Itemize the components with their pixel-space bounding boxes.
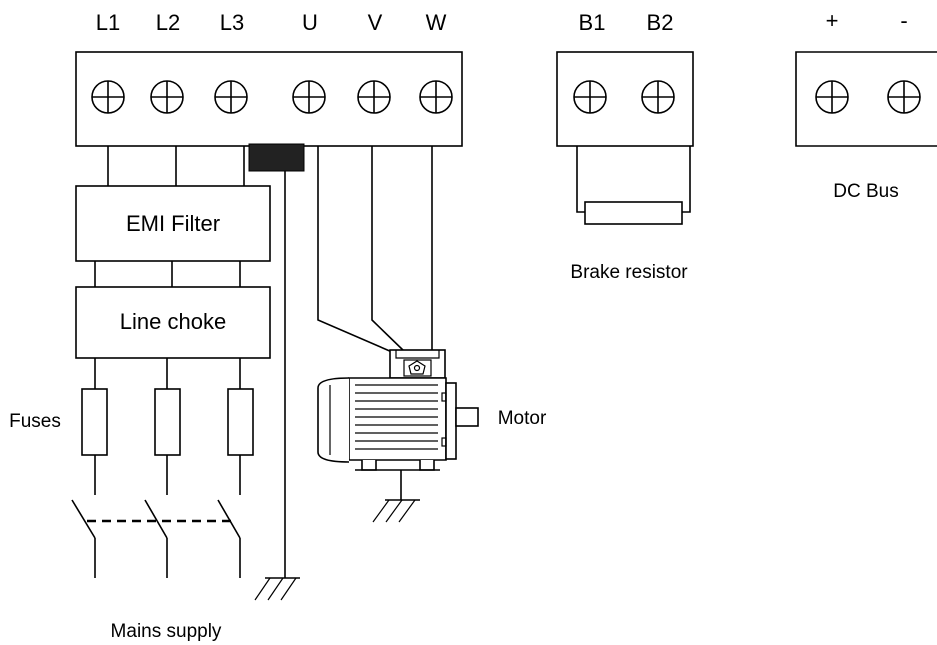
- mains-supply-label: Mains supply: [111, 621, 222, 642]
- fuse-l1: [81, 388, 108, 456]
- motor-label: Motor: [498, 408, 547, 429]
- fuse-l2: [154, 388, 181, 456]
- motor-wiring: [317, 146, 433, 353]
- terminal-label-l3: L3: [220, 10, 244, 35]
- screw-terminal-l2: [150, 80, 184, 114]
- terminal-label-l2: L2: [156, 10, 180, 35]
- dc-bus-terminal-block: [795, 51, 937, 147]
- screw-terminal-b2: [641, 80, 675, 114]
- terminal-label-b2: B2: [647, 10, 674, 35]
- line-choke-block: Line choke: [75, 286, 271, 359]
- emi-filter-block: EMI Filter: [75, 185, 271, 262]
- brake-terminal-labels: B1 B2: [579, 10, 674, 35]
- emi-filter-label: EMI Filter: [126, 211, 220, 236]
- screw-terminal-plus: [815, 80, 849, 114]
- terminal-label-v: V: [368, 10, 383, 35]
- screw-terminal-l1: [91, 80, 125, 114]
- power-terminal-labels: L1 L2 L3 U V W: [96, 10, 447, 35]
- brake-resistor-label: Brake resistor: [570, 262, 688, 283]
- screw-terminal-w: [419, 80, 453, 114]
- drive-ground: [254, 171, 300, 601]
- terminal-label-b1: B1: [579, 10, 606, 35]
- dc-terminal-labels: + -: [826, 8, 908, 33]
- fuses-label: Fuses: [9, 411, 61, 432]
- input-wiring: [94, 146, 245, 495]
- terminal-label-w: W: [426, 10, 447, 35]
- fuses: [81, 388, 254, 456]
- screw-terminal-b1: [573, 80, 607, 114]
- screw-terminal-v: [357, 80, 391, 114]
- screw-terminal-l3: [214, 80, 248, 114]
- terminal-label-l1: L1: [96, 10, 120, 35]
- fuse-l3: [227, 388, 254, 456]
- screw-terminal-minus: [887, 80, 921, 114]
- terminal-label-plus: +: [826, 8, 839, 33]
- power-terminal-block: [75, 51, 463, 172]
- dc-bus-label: DC Bus: [833, 181, 898, 202]
- line-choke-label: Line choke: [120, 309, 226, 334]
- screw-terminal-u: [292, 80, 326, 114]
- terminal-label-u: U: [302, 10, 318, 35]
- ground-clamp: [248, 143, 305, 172]
- brake-terminal-block: [556, 51, 694, 225]
- terminal-label-minus: -: [900, 8, 907, 33]
- brake-resistor: [584, 201, 683, 225]
- motor: [317, 349, 479, 523]
- mains-switch: [71, 499, 241, 578]
